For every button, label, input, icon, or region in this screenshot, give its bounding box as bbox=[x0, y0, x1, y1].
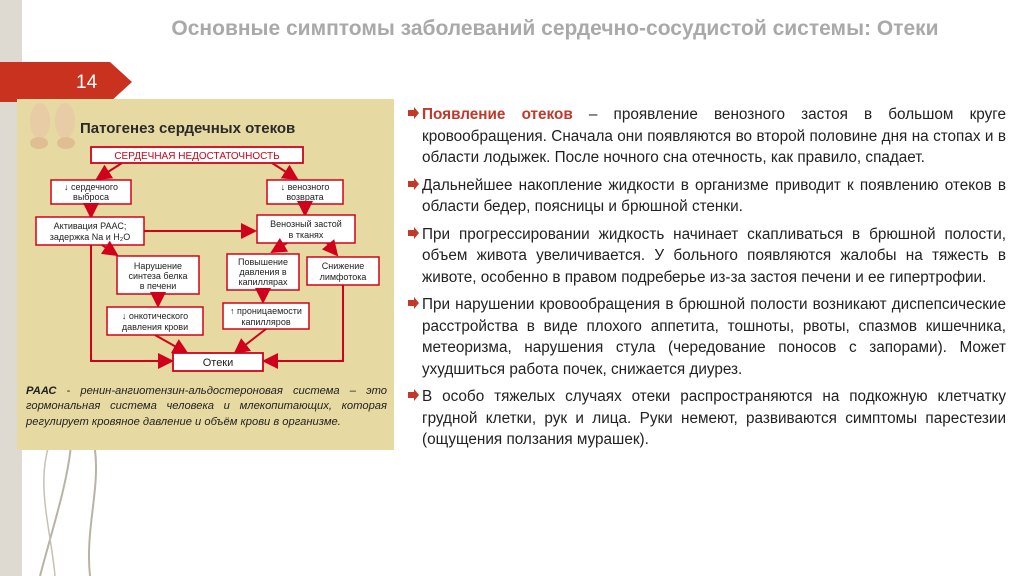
bullet-arrow-icon bbox=[408, 107, 419, 119]
bullet-item: При прогрессировании жидкость начинает с… bbox=[406, 224, 1006, 289]
bullet-item: Появление отеков – проявление венозного … bbox=[406, 104, 1006, 169]
slide-number: 14 bbox=[76, 72, 98, 93]
left-decor-bar bbox=[0, 0, 22, 576]
slide-number-badge bbox=[0, 62, 132, 102]
oncotic-line1: ↓ онкотического bbox=[122, 311, 188, 321]
bullet-arrow-icon bbox=[408, 177, 419, 190]
oncotic-line2: давления крови bbox=[122, 322, 188, 332]
bullet-arrow-icon bbox=[408, 389, 419, 401]
feet-image bbox=[30, 103, 75, 149]
bullet-arrow-icon bbox=[408, 226, 419, 239]
left-top-line2: выброса bbox=[73, 192, 109, 202]
bullet-arrow-icon bbox=[408, 297, 419, 309]
diagram-title: Патогенез сердечных отеков bbox=[80, 120, 295, 137]
bullet-item: Дальнейшее накопление жидкости в организ… bbox=[406, 175, 1006, 218]
pressure-line3: капиллярах bbox=[239, 277, 288, 287]
pressure-line2: давления в bbox=[239, 267, 286, 277]
venous-line1: Венозный застой bbox=[270, 219, 342, 229]
bullet-text: При нарушении кровообращения в брюшной п… bbox=[422, 296, 1006, 378]
protein-line3: в печени bbox=[140, 281, 177, 291]
bullet-item: В особо тяжелых случаях отеки распростра… bbox=[406, 386, 1006, 451]
bullet-lead: Появление отеков bbox=[422, 106, 573, 123]
bullet-item: При нарушении кровообращения в брюшной п… bbox=[406, 294, 1006, 380]
bullet-text: При прогрессировании жидкость начинает с… bbox=[422, 225, 1006, 286]
lymph-line1: Снижение bbox=[322, 261, 365, 271]
raas-footnote: РААС - ренин-ангиотензин-альдостероновая… bbox=[26, 384, 387, 430]
raas-definition: - ренин-ангиотензин-альдостероновая сист… bbox=[26, 385, 387, 428]
protein-line2: синтеза белка bbox=[128, 271, 187, 281]
bullet-list: Появление отеков – проявление венозного … bbox=[406, 104, 1006, 457]
lymph-line2: лимфотока bbox=[320, 272, 367, 282]
protein-line1: Нарушение bbox=[134, 261, 182, 271]
left-top-line1: ↓ сердечного bbox=[64, 182, 118, 192]
slide-title: Основные симптомы заболеваний сердечно-с… bbox=[171, 17, 939, 40]
raas-line1: Активация РААС; bbox=[54, 221, 127, 231]
right-top-line2: возврата bbox=[286, 192, 323, 202]
perm-line2: капилляров bbox=[241, 317, 290, 327]
root-label: СЕРДЕЧНАЯ НЕДОСТАТОЧНОСТЬ bbox=[114, 151, 280, 162]
venous-line2: в тканях bbox=[289, 230, 324, 240]
raas-line2: задержка Na и H₂O bbox=[50, 232, 131, 242]
pathogenesis-diagram: Патогенез сердечных отеков СЕРДЕЧНАЯ НЕД… bbox=[30, 103, 380, 372]
bullet-text: – проявление венозного застоя в большом … bbox=[422, 106, 1006, 166]
perm-line1: ↑ проницаемости bbox=[230, 306, 302, 316]
edema-label: Отеки bbox=[203, 357, 234, 369]
pressure-line1: Повышение bbox=[238, 257, 288, 267]
right-top-line1: ↓ венозного bbox=[281, 182, 330, 192]
bullet-text: В особо тяжелых случаях отеки распростра… bbox=[422, 388, 1006, 448]
bullet-text: Дальнейшее накопление жидкости в организ… bbox=[422, 176, 1006, 216]
raas-term: РААС bbox=[26, 385, 57, 397]
